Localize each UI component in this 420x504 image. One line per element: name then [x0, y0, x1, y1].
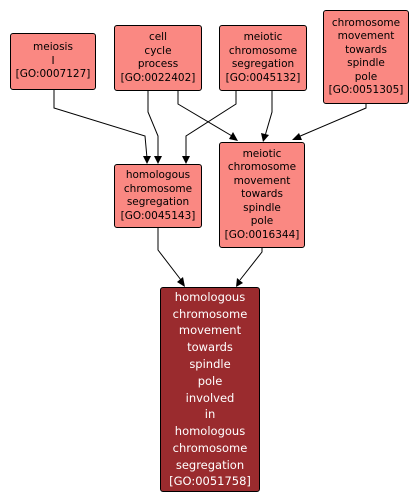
node-go-id: [GO:0051758]: [169, 474, 251, 489]
node-label-line: movement: [337, 30, 395, 42]
node-target-homologous-chromosome-movement[interactable]: homologous chromosome movement towards s…: [160, 287, 260, 492]
node-label-line: meiotic: [243, 31, 283, 43]
node-label-line: segregation: [231, 58, 295, 70]
arrowhead: [154, 156, 162, 164]
node-label-line: chromosome: [228, 44, 298, 57]
node-label-line: pole: [250, 215, 274, 228]
node-label-line: spindle: [347, 57, 385, 69]
node-label-line: spindle: [189, 356, 231, 371]
node-label-line: I: [51, 54, 55, 67]
node-label-line: homologous: [174, 289, 246, 304]
node-chromosome-movement-towards-spindle-pole[interactable]: chromosome movement towards spindle pole…: [323, 10, 409, 104]
node-label-line: cell: [148, 31, 168, 43]
arrowhead: [292, 133, 302, 140]
node-go-id: [GO:0045132]: [225, 71, 301, 84]
edge-cell-cycle-process-to-meiotic-chromosome-movement: [177, 91, 233, 137]
node-meiotic-chromosome-movement-towards-spindle-pole[interactable]: meiotic chromosome movement towards spin…: [219, 142, 305, 248]
arrowhead: [143, 156, 151, 164]
edge-meiosis-i-to-homologous-chromosome-segregation: [53, 90, 148, 159]
node-label-line: segregation: [175, 457, 245, 472]
edge-chromosome-movement-to-meiotic-chromosome-movement: [297, 104, 367, 138]
node-meiotic-chromosome-segregation[interactable]: meiotic chromosome segregation [GO:00451…: [219, 25, 307, 91]
edge-meiotic-chromosome-segregation-to-meiotic-chromosome-movement: [264, 91, 273, 137]
node-label-line: meiotic: [242, 147, 282, 160]
node-label-line: spindle: [243, 201, 281, 214]
node-label-line: homologous: [174, 424, 246, 439]
node-label-line: chromosome: [123, 182, 193, 195]
arrowhead: [229, 132, 238, 141]
node-label-line: towards: [345, 43, 387, 56]
arrowhead: [261, 133, 269, 142]
arrowhead: [177, 277, 185, 287]
node-go-id: [GO:0007127]: [15, 68, 91, 81]
node-label-line: towards: [187, 340, 233, 355]
edge-cell-cycle-process-to-homologous-chromosome-segregation: [147, 91, 159, 158]
node-go-id: [GO:0045143]: [120, 209, 196, 222]
node-label-line: movement: [178, 323, 242, 338]
node-label-line: towards: [241, 188, 283, 201]
node-go-id: [GO:0016344]: [224, 228, 300, 241]
node-label-line: segregation: [126, 196, 190, 208]
node-label-line: chromosome: [227, 161, 297, 174]
node-label-line: chromosome: [331, 16, 401, 29]
node-homologous-chromosome-segregation[interactable]: homologous chromosome segregation [GO:00…: [114, 164, 202, 228]
node-cell-cycle-process[interactable]: cell cycle process [GO:0022402]: [114, 25, 202, 91]
node-label-line: homologous: [125, 169, 191, 181]
node-label-line: chromosome: [172, 306, 248, 321]
arrowhead: [236, 278, 243, 287]
node-label-line: pole: [197, 373, 223, 388]
edge-meiotic-chromosome-movement-to-target: [239, 248, 263, 281]
node-label-line: chromosome: [172, 440, 248, 455]
node-label-line: movement: [233, 174, 291, 187]
node-label-line: involved: [185, 390, 235, 405]
arrowhead: [182, 156, 190, 164]
node-label-line: process: [137, 58, 179, 70]
node-label-line: in: [204, 407, 216, 422]
node-label-line: meiosis: [33, 41, 73, 54]
node-label-line: cycle: [144, 44, 172, 57]
node-meiosis-i[interactable]: meiosis I [GO:0007127]: [10, 33, 96, 90]
edge-meiotic-chromosome-segregation-to-homologous-chromosome-segregation: [185, 91, 237, 158]
node-go-id: [GO:0022402]: [120, 71, 196, 84]
edge-homologous-chromosome-segregation-to-target: [157, 228, 182, 281]
node-go-id: [GO:0051305]: [328, 84, 404, 96]
node-label-line: pole: [354, 70, 378, 83]
